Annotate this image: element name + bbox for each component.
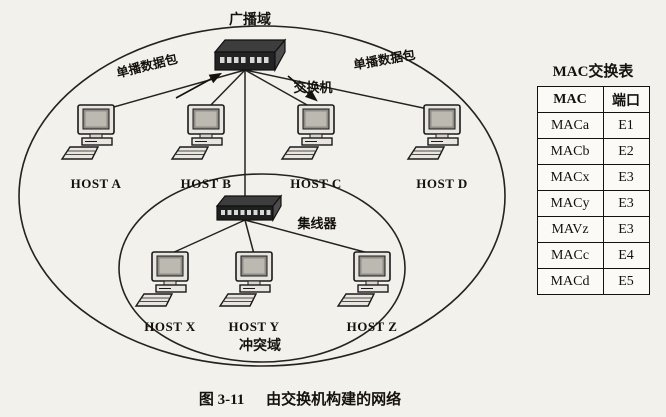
mac-cell: MAVz xyxy=(536,216,604,243)
hub-label: 集线器 xyxy=(296,216,337,231)
table-row: MAVz E3 xyxy=(536,216,650,243)
mac-table-panel: MAC交换表 MAC 端口 MACa E1 MACb E2 MACx E3 MA… xyxy=(530,60,656,295)
host-d-computer-icon xyxy=(407,104,461,160)
port-cell: E1 xyxy=(602,112,650,139)
mac-column-header: MAC xyxy=(536,86,604,113)
table-row: MACa E1 xyxy=(536,112,650,139)
network-diagram: 广播域 单播数据包 单播数据包 交换机 集线器 HOST A HOST B HO… xyxy=(18,11,506,367)
mac-cell: MACd xyxy=(536,268,604,295)
mac-table-header-row: MAC 端口 xyxy=(536,86,650,113)
table-row: MACc E4 xyxy=(536,242,650,269)
mac-table-title: MAC交换表 xyxy=(552,64,634,80)
mac-cell: MACx xyxy=(536,164,604,191)
switch-cables xyxy=(95,69,443,198)
mac-cell: MACc xyxy=(536,242,604,269)
switch-icon xyxy=(213,38,287,73)
host-x-computer-icon xyxy=(135,251,189,307)
mac-cell: MACa xyxy=(536,112,604,139)
port-cell: E5 xyxy=(602,268,650,295)
switch-label: 交换机 xyxy=(293,80,332,95)
broadcast-domain-ellipse xyxy=(18,25,506,367)
mac-table: MAC 端口 MACa E1 MACb E2 MACx E3 MACy E3 M… xyxy=(536,86,650,295)
port-cell: E3 xyxy=(602,190,650,217)
figure-caption: 图 3-11 由交换机构建的网络 xyxy=(80,388,520,409)
host-z-label: HOST Z xyxy=(347,319,398,334)
collision-domain-label: 冲突域 xyxy=(239,337,281,354)
port-column-header: 端口 xyxy=(602,86,650,113)
broadcast-domain-label: 广播域 xyxy=(229,11,271,28)
host-c-computer-icon xyxy=(281,104,335,160)
port-cell: E3 xyxy=(602,216,650,243)
figure-number: 图 3-11 xyxy=(198,392,245,408)
port-cell: E4 xyxy=(602,242,650,269)
host-b-computer-icon xyxy=(171,104,225,160)
host-y-label: HOST Y xyxy=(228,319,279,334)
hub-icon xyxy=(215,194,283,223)
mac-cell: MACy xyxy=(536,190,604,217)
mac-cell: MACb xyxy=(536,138,604,165)
collision-domain-ellipse xyxy=(118,173,406,363)
host-b-label: HOST B xyxy=(181,176,232,191)
figure-title: 由交换机构建的网络 xyxy=(266,392,402,408)
table-row: MACd E5 xyxy=(536,268,650,295)
table-row: MACy E3 xyxy=(536,190,650,217)
host-z-computer-icon xyxy=(337,251,391,307)
unicast-arrow-right xyxy=(287,75,318,102)
host-x-label: HOST X xyxy=(144,319,196,334)
port-cell: E2 xyxy=(602,138,650,165)
table-row: MACb E2 xyxy=(536,138,650,165)
host-a-label: HOST A xyxy=(71,176,122,191)
hub-cables xyxy=(169,219,373,255)
host-c-label: HOST C xyxy=(290,176,342,191)
unicast-arrow-left xyxy=(175,72,223,99)
table-row: MACx E3 xyxy=(536,164,650,191)
host-d-label: HOST D xyxy=(416,176,468,191)
host-y-computer-icon xyxy=(219,251,273,307)
unicast-packet-label-right: 单播数据包 xyxy=(352,47,417,73)
port-cell: E3 xyxy=(602,164,650,191)
host-a-computer-icon xyxy=(61,104,115,160)
